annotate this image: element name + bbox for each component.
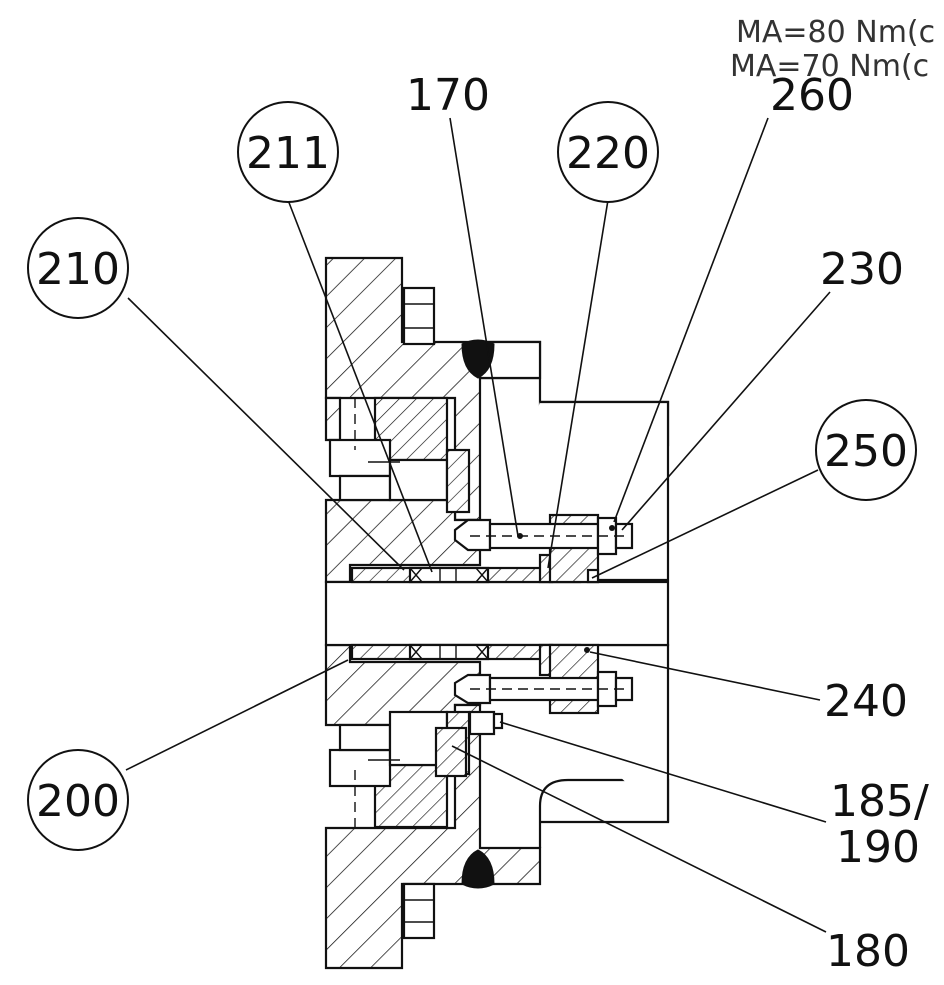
callout-180: 180: [826, 926, 910, 977]
housing-bolt-top: [402, 286, 436, 346]
callout-170: 170: [406, 70, 490, 121]
callout-220: 220: [566, 128, 650, 179]
housing-body: [324, 256, 542, 970]
callout-185-line1: 185/: [830, 776, 929, 827]
callout-200: 200: [36, 776, 120, 827]
callout-185-line2: 190: [836, 822, 920, 873]
gland-stud-upper: [453, 516, 634, 556]
leader-230: [621, 291, 831, 531]
gland-stud-lower: [453, 647, 634, 736]
callout-230: 230: [820, 244, 904, 295]
callout-bubble-200: [27, 749, 129, 851]
leader-200: [125, 659, 349, 771]
callout-bubble-220: [557, 101, 659, 203]
leader-180: [451, 745, 827, 933]
callout-210: 210: [36, 244, 120, 295]
shaft: [324, 580, 670, 647]
upper-clamp: [328, 396, 471, 514]
callout-bubble-211: [237, 101, 339, 203]
leader-lines: [125, 117, 831, 933]
leader-170: [449, 117, 519, 537]
callout-bubble-210: [27, 217, 129, 319]
callout-240: 240: [824, 676, 908, 727]
leader-185-190: [499, 721, 827, 823]
callout-260: 260: [770, 70, 854, 121]
leader-250: [591, 469, 819, 579]
torque-note-2: MA=70 Nm(c: [730, 49, 929, 84]
leader-260: [613, 117, 769, 523]
torque-note-1: MA=80 Nm(c: [736, 15, 935, 50]
callout-250: 250: [824, 426, 908, 477]
leader-211: [287, 199, 433, 573]
callout-bubble-250: [815, 399, 917, 501]
leader-220: [547, 199, 609, 569]
callout-211: 211: [246, 128, 330, 179]
housing-bolt-bottom: [402, 882, 436, 940]
leader-240: [589, 651, 821, 701]
lower-clamp: [328, 710, 471, 830]
leader-210: [127, 297, 405, 571]
o-ring-bottom: [461, 849, 495, 889]
